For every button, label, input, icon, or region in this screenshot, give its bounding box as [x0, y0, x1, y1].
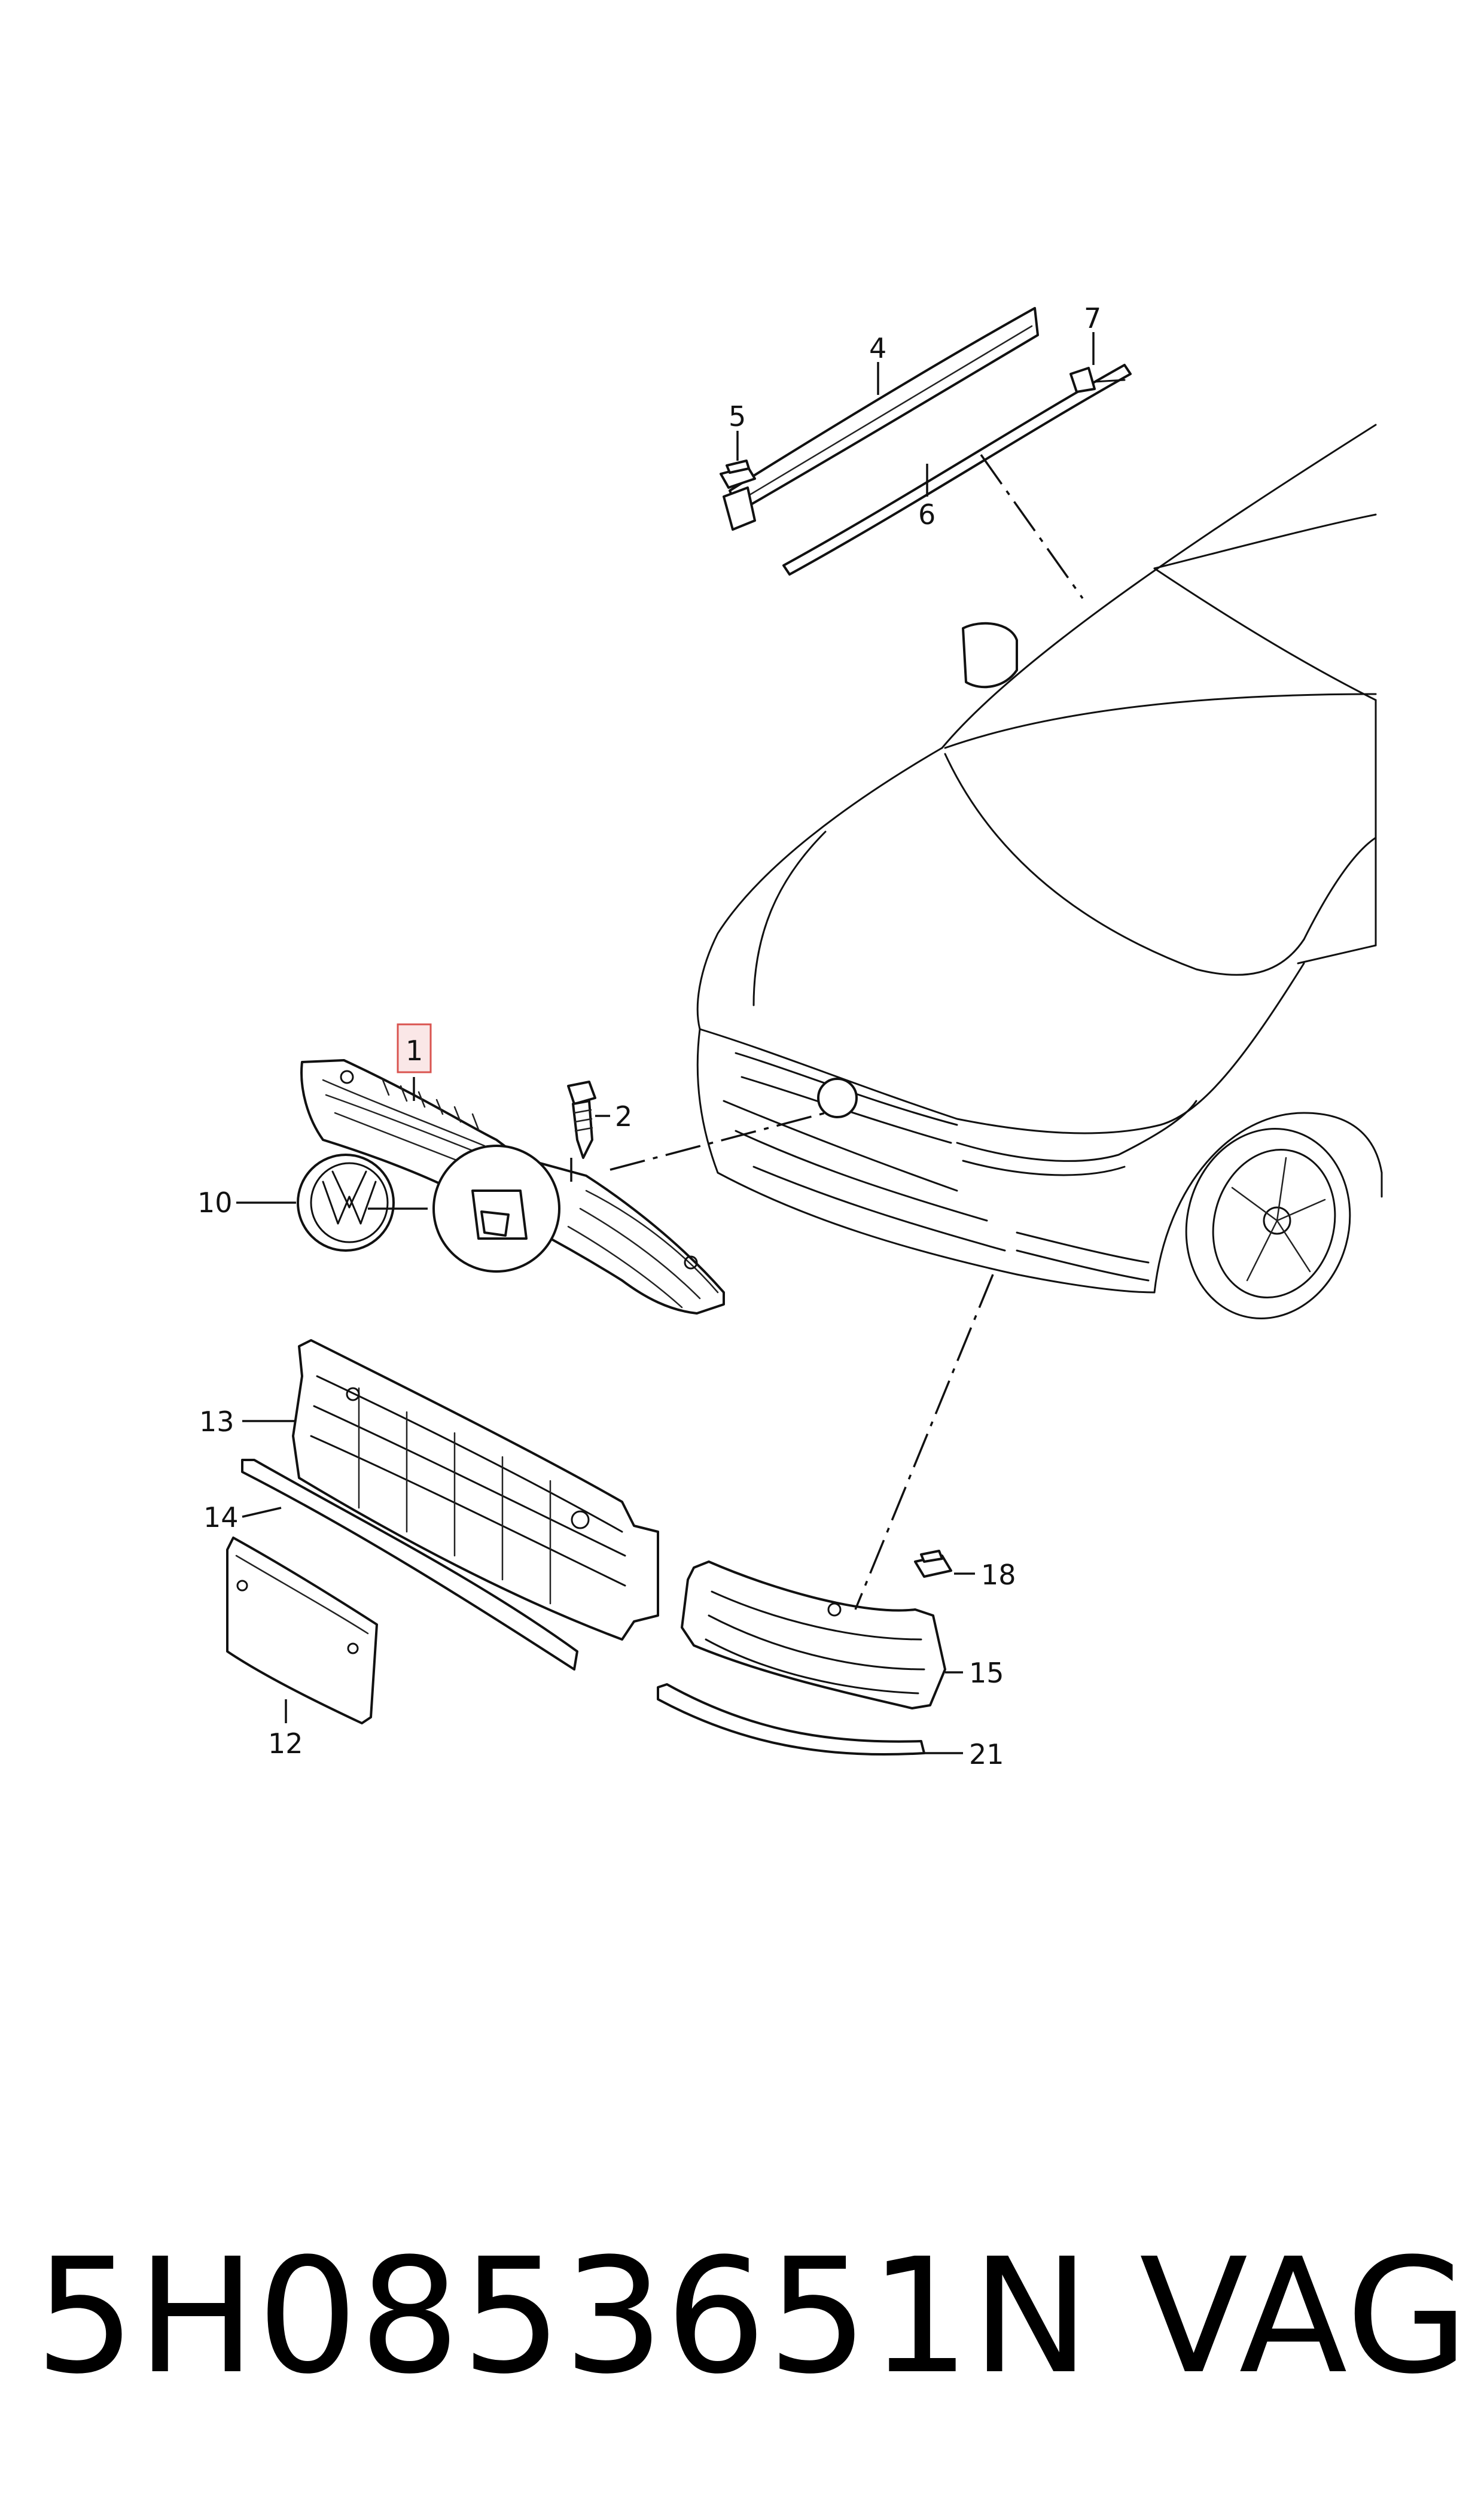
- callout-4[interactable]: 4: [869, 332, 886, 364]
- dash-dot-reference-lines: [610, 454, 1084, 1610]
- callout-1[interactable]: 1: [406, 1035, 423, 1067]
- part-21-trim-strip: [657, 1683, 925, 1756]
- brand-label: VAG: [1139, 2225, 1470, 2409]
- part-12-plate-holder: [226, 1537, 378, 1724]
- part-13-lower-grille: [292, 1339, 659, 1641]
- callout-12[interactable]: 12: [268, 1727, 303, 1760]
- callout-10[interactable]: 10: [197, 1187, 233, 1219]
- part-7-rivet: [1069, 367, 1126, 393]
- part-number: 5H0853651N: [35, 2225, 1092, 2409]
- callout-15[interactable]: 15: [969, 1657, 1004, 1689]
- leader-lines: [236, 332, 1095, 1754]
- part-2-screw: [567, 1081, 596, 1159]
- callout-7[interactable]: 7: [1084, 302, 1101, 334]
- callout-13[interactable]: 13: [199, 1405, 234, 1438]
- part-4-roof-molding: [723, 307, 1039, 531]
- part-1-upper-grille: [300, 1059, 725, 1315]
- callout-2[interactable]: 2: [615, 1100, 632, 1133]
- callout-21[interactable]: 21: [969, 1738, 1004, 1770]
- callout-14[interactable]: 14: [203, 1501, 239, 1534]
- callout-6[interactable]: 6: [918, 498, 936, 531]
- callout-5[interactable]: 5: [729, 400, 746, 433]
- car-body-outline: [696, 424, 1383, 1319]
- callout-numbers: 1 2 4 5 6 7 10 12 13 14 15 18 21: [197, 302, 1101, 1770]
- part-14-trim-strip: [241, 1459, 578, 1671]
- part-5-clip: [720, 460, 756, 489]
- highlighted-callout-box: [397, 1023, 432, 1073]
- part-15-side-grille: [681, 1560, 946, 1709]
- part-10-vw-emblem: [297, 1154, 395, 1252]
- callout-18[interactable]: 18: [981, 1559, 1016, 1591]
- part-6-seal: [782, 364, 1132, 576]
- part-18-clip: [914, 1550, 952, 1578]
